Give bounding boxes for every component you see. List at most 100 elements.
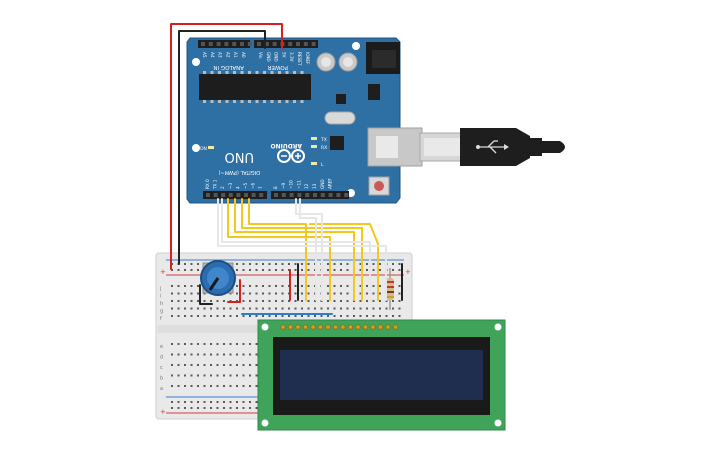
rail-hole (177, 407, 180, 409)
breadboard-hole (216, 364, 219, 366)
breadboard-hole (268, 285, 271, 287)
wire-5v-red (170, 23, 283, 270)
pin-label: AREF (328, 178, 333, 189)
breadboard-hole (197, 364, 199, 366)
wire-white-4 (295, 198, 323, 301)
rail-hole (340, 269, 342, 271)
header-pin (289, 193, 294, 197)
breadboard-hole (275, 285, 277, 287)
breadboard-hole (190, 307, 193, 310)
pin-label: 8 (273, 186, 278, 189)
breadboard-hole (229, 374, 232, 377)
header-pin (272, 42, 277, 46)
breadboard-hole (366, 300, 368, 302)
header-pin (251, 193, 256, 197)
breadboard-hole (236, 307, 238, 310)
breadboard-hole (216, 307, 219, 310)
analog-in-heading: ANALOG IN (213, 64, 244, 70)
chip-leg (300, 100, 304, 103)
header-pin (344, 193, 349, 197)
pin-label: A1 (233, 52, 238, 58)
breadboard-hole (171, 307, 173, 310)
breadboard-hole (346, 307, 349, 310)
rail-hole (281, 269, 284, 271)
lcd-pin (347, 324, 354, 330)
breadboard-hole (262, 300, 264, 302)
breadboard-hole (379, 307, 381, 310)
analog-header (198, 40, 250, 48)
on-label: ON (200, 146, 207, 152)
chip-leg (285, 71, 289, 74)
breadboard-hole (281, 300, 284, 302)
breadboard-hole (236, 315, 238, 317)
digital-heading: DIGITAL (PWM~) (218, 169, 260, 175)
rail-hole (366, 263, 368, 265)
lcd-mounting-hole (261, 323, 269, 331)
lcd-pin (310, 324, 316, 330)
breadboard-hole (223, 343, 225, 345)
lcd-pin (362, 324, 369, 330)
breadboard-hole (223, 315, 225, 317)
header-pin (213, 193, 218, 197)
breadboard-hole (190, 385, 193, 387)
pin-label: ~5 (243, 182, 248, 189)
wire-yellow-d4 (241, 198, 363, 301)
breadboard-hole (327, 285, 329, 287)
breadboard-hole (340, 307, 342, 310)
lcd-pin (325, 324, 331, 330)
rail-hole (379, 269, 381, 271)
rail-hole (236, 269, 238, 271)
chip-leg (203, 71, 206, 74)
breadboard-hole (366, 307, 368, 310)
rail-hole (229, 401, 232, 403)
breadboard-hole (177, 374, 180, 377)
lcd-pin (370, 324, 376, 330)
rail-hole (366, 269, 368, 271)
breadboard-hole (255, 343, 258, 345)
breadboard-hole (184, 385, 186, 387)
atmega-chip (199, 74, 311, 100)
reset-button-cap[interactable] (374, 181, 384, 191)
mounting-hole (192, 144, 200, 152)
breadboard-hole (210, 315, 212, 317)
breadboard-hole (249, 307, 251, 310)
breadboard-hole (190, 300, 193, 302)
breadboard-hole (236, 374, 238, 377)
breadboard-hole (171, 285, 173, 287)
breadboard-hole (314, 307, 316, 310)
rail-hole (203, 401, 206, 403)
breadboard-hole (203, 374, 206, 377)
wires (170, 23, 403, 315)
lcd-pin (355, 324, 361, 330)
breadboard-hole (398, 315, 401, 317)
header-pin (247, 42, 252, 46)
breadboard-hole (184, 343, 186, 345)
potentiometer[interactable] (200, 260, 236, 296)
breadboard-hole (197, 292, 199, 295)
breadboard-hole (203, 315, 206, 317)
header-pin (208, 42, 213, 46)
row-letter: f (160, 316, 162, 322)
breadboard-hole (184, 292, 186, 295)
breadboard-hole (171, 315, 173, 317)
breadboard-hole (236, 285, 238, 287)
l-led (311, 162, 317, 165)
chip-leg (240, 100, 244, 103)
rail-plus-label-right: + (405, 268, 411, 276)
chip-leg (278, 71, 281, 74)
header-pin (224, 42, 229, 46)
rail-hole (197, 269, 199, 271)
breadboard-hole (210, 343, 212, 345)
breadboard-hole (275, 292, 277, 295)
breadboard-hole (359, 307, 362, 310)
breadboard-hole (372, 300, 375, 302)
rail-hole (236, 263, 238, 265)
breadboard-hole (359, 300, 362, 302)
breadboard-hole (197, 285, 199, 287)
chip-leg (225, 71, 229, 74)
pin-label: A2 (225, 52, 230, 58)
breadboard-hole (203, 343, 206, 345)
breadboard-hole (366, 292, 368, 295)
header-pin (311, 42, 316, 46)
wire-yellow-d5 (248, 198, 307, 301)
